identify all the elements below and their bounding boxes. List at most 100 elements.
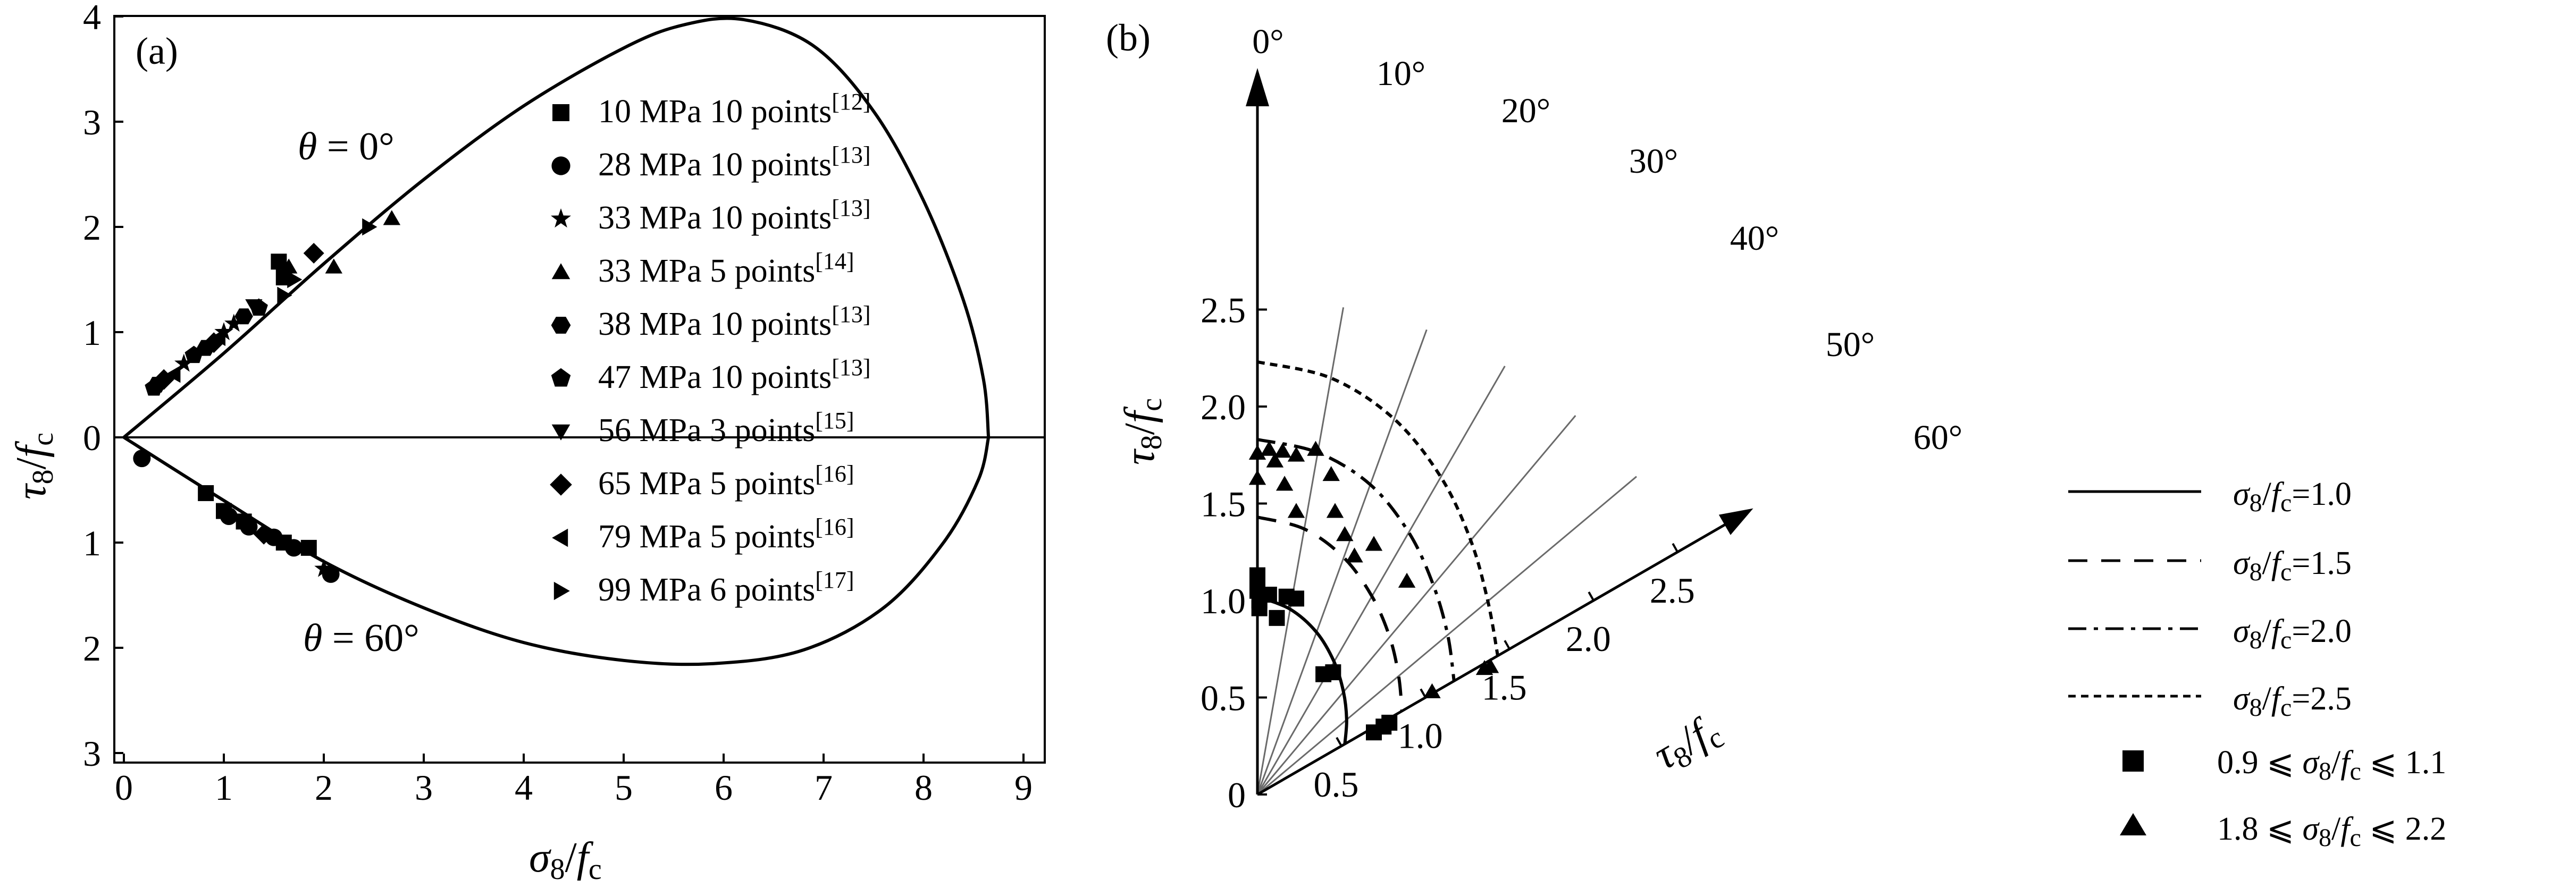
radial-tick-mark	[1672, 543, 1679, 553]
data-point-triangle-up	[1248, 470, 1266, 485]
legend-entry-series-3: σ8/fc=2.0	[2068, 613, 2352, 654]
panel-b-y-axis-title: τ8/fc	[1117, 398, 1168, 465]
panel-a-theta0-annotation: θ = 0°	[298, 125, 395, 168]
curve-series-2	[1257, 515, 1404, 712]
panel-a-plot-frame	[113, 15, 1046, 764]
data-point-triangle-up	[1326, 503, 1344, 518]
radial-axis-arrowhead	[1718, 508, 1753, 535]
curve-series-4	[1257, 360, 1499, 656]
panel-b-label: (b)	[1106, 16, 1151, 59]
y-tick-label: 1	[83, 312, 101, 353]
legend-marker-triangle-right	[553, 581, 570, 601]
data-point-triangle-up	[383, 210, 401, 225]
angle-label-20: 20°	[1501, 91, 1550, 130]
data-point-triangle-up	[1398, 572, 1416, 588]
data-point-square	[300, 539, 317, 556]
legend-entry-square-points: 0.9 ⩽ σ8/fc ⩽ 1.1	[2122, 745, 2446, 785]
y-tick-label: 3	[83, 733, 101, 774]
y-tick-label: 3	[83, 102, 101, 142]
curve-series-1	[1256, 595, 1348, 745]
data-point-circle	[133, 450, 151, 468]
angle-ray-50	[1257, 476, 1637, 796]
svg-text:σ8/fc=1.0: σ8/fc=1.0	[2233, 476, 2352, 517]
angle-label-50: 50°	[1826, 325, 1875, 364]
y-tick-label: 0	[83, 418, 101, 458]
x-tick-label: 0	[115, 767, 133, 808]
data-point-star	[224, 314, 244, 332]
svg-text:σ8/fc=2.5: σ8/fc=2.5	[2233, 681, 2352, 722]
radial-tick-label: 2.5	[1650, 570, 1695, 611]
x-tick-label: 3	[415, 767, 433, 808]
data-point-triangle-up	[280, 258, 298, 274]
data-point-triangle-up	[1336, 526, 1354, 542]
data-point-square	[1269, 610, 1285, 626]
svg-text:0.9 ⩽ σ8/fc ⩽ 1.1: 0.9 ⩽ σ8/fc ⩽ 1.1	[2217, 745, 2446, 785]
legend-marker-square	[552, 104, 569, 121]
x-tick-label: 6	[715, 767, 733, 808]
panel-a-label: (a)	[136, 30, 178, 72]
x-tick-label: 9	[1014, 767, 1033, 808]
angle-label-60: 60°	[1914, 418, 1962, 457]
data-point-square	[1381, 714, 1398, 731]
data-point-triangle-right	[277, 286, 292, 304]
panel-b-radial-axis-title: τ8/fc	[1646, 705, 1730, 783]
panel-b-axes: 00.51.01.52.02.50.51.01.52.02.5	[1201, 68, 1753, 815]
svg-text:σ8/fc=1.5: σ8/fc=1.5	[2233, 545, 2352, 586]
vertical-axis-arrowhead	[1246, 68, 1269, 106]
data-point-triangle-up	[1365, 536, 1383, 551]
legend-entry-label: 28 MPa 10 points[13]	[598, 142, 871, 183]
b-y-tick-label: 2.5	[1201, 290, 1246, 331]
legend-entry-series-4: σ8/fc=2.5	[2068, 681, 2352, 722]
angle-ray-30	[1256, 366, 1506, 795]
data-point-triangle-up	[325, 258, 342, 274]
data-point-triangle-up	[1307, 441, 1324, 456]
y-tick-label: 4	[83, 0, 101, 37]
data-point-square	[198, 485, 214, 501]
data-point-triangle-up	[1260, 441, 1278, 456]
panel-a-data-points	[133, 210, 401, 583]
legend-entry-series-2: σ8/fc=1.5	[2068, 545, 2352, 586]
svg-text:1.8 ⩽ σ8/fc ⩽ 2.2: 1.8 ⩽ σ8/fc ⩽ 2.2	[2217, 811, 2446, 852]
angle-ray-40	[1256, 415, 1576, 795]
b-y-tick-label: 0	[1228, 775, 1246, 815]
data-point-square	[1251, 600, 1268, 616]
data-point-diamond	[303, 243, 324, 264]
data-point-triangle-up	[1274, 443, 1291, 458]
svg-text:σ8/fc=2.0: σ8/fc=2.0	[2233, 613, 2352, 654]
angle-label-10: 10°	[1377, 54, 1425, 93]
data-point-triangle-up	[1287, 446, 1305, 462]
x-tick-label: 2	[315, 767, 333, 808]
radial-tick-mark	[1336, 737, 1342, 747]
data-point-square	[1249, 567, 1265, 583]
data-point-circle	[240, 518, 258, 536]
b-y-tick-label: 0.5	[1201, 678, 1246, 718]
radial-tick-label: 0.5	[1314, 764, 1359, 805]
legend-marker-star	[551, 208, 571, 228]
data-point-star	[174, 353, 194, 372]
legend-entry-label: 10 MPa 10 points[12]	[598, 89, 871, 130]
panel-a-legend: 10 MPa 10 points[12] 28 MPa 10 points[13]…	[550, 89, 871, 608]
legend-marker-diamond	[550, 473, 572, 496]
panel-b-legend: σ8/fc=1.0 σ8/fc=1.5 σ8/fc=2.0 σ8/fc=2.5	[2068, 476, 2446, 852]
data-point-hexagon	[234, 308, 253, 325]
data-point-triangle-up	[1346, 547, 1363, 563]
panel-b-angle-rays: 0°10°20°30°40°50°60°	[1252, 22, 1962, 796]
panel-b-curves	[1256, 360, 1499, 745]
radial-tick-mark	[1420, 688, 1427, 698]
panel-b: (b) 0°10°20°30°40°50°60° 00.51.01.52.02.…	[1106, 16, 2446, 852]
x-tick-label: 4	[515, 767, 533, 808]
b-y-tick-label: 2.0	[1201, 387, 1246, 427]
data-point-square	[1261, 587, 1277, 603]
legend-entry-label: 38 MPa 10 points[13]	[598, 301, 871, 342]
legend-marker-circle	[551, 156, 570, 175]
legend-entry-label: 56 MPa 3 points[15]	[598, 408, 854, 449]
y-tick-label: 1	[83, 523, 101, 563]
panel-a-theta60-annotation: θ = 60°	[303, 616, 419, 660]
legend-entry-triangle-points: 1.8 ⩽ σ8/fc ⩽ 2.2	[2120, 811, 2446, 852]
data-point-triangle-up	[1287, 503, 1305, 518]
radial-tick-mark	[1504, 640, 1511, 650]
legend-entry-label: 33 MPa 10 points[13]	[598, 195, 871, 236]
data-point-pentagon	[184, 345, 203, 363]
legend-entry-label: 33 MPa 5 points[14]	[598, 248, 854, 289]
